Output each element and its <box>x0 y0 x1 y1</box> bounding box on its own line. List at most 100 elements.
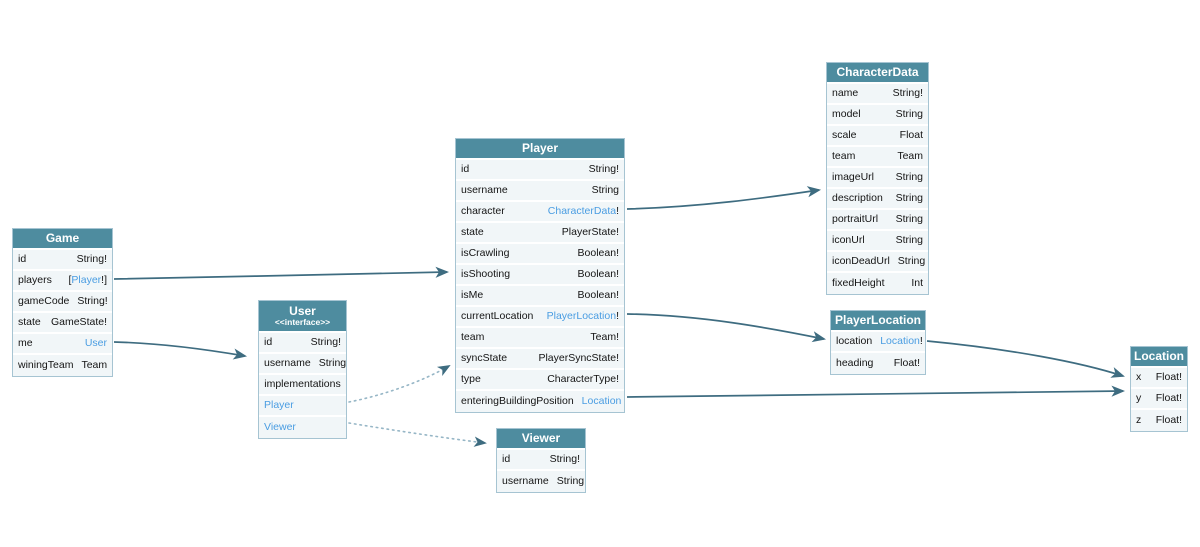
field-name: team <box>461 331 485 343</box>
table-header[interactable]: CharacterData <box>827 63 928 84</box>
field-name: id <box>461 163 470 175</box>
field-row-characterdata-model[interactable]: model String <box>827 105 928 126</box>
table-title: PlayerLocation <box>834 313 922 327</box>
field-type-part: String <box>318 357 346 369</box>
field-name: description <box>832 192 883 204</box>
field-name: isMe <box>461 289 484 301</box>
field-type-part: String! <box>549 453 580 465</box>
field-name: id <box>264 336 273 348</box>
field-type: Float <box>900 126 923 145</box>
field-name: id <box>18 253 27 265</box>
field-type: Boolean! <box>578 265 619 284</box>
field-type-part: ! <box>616 310 619 322</box>
field-type: PlayerSyncState! <box>538 349 619 368</box>
field-type: String! <box>77 250 107 269</box>
field-type: PlayerState! <box>562 223 619 242</box>
field-name: imageUrl <box>832 171 875 183</box>
field-name: username <box>461 184 508 196</box>
table-header[interactable]: Viewer <box>497 429 585 450</box>
field-type: String <box>896 105 923 124</box>
field-type: String <box>592 181 619 200</box>
field-type: Float! <box>1156 389 1182 408</box>
field-type: GameState! <box>51 313 107 332</box>
field-type-part: Team! <box>590 331 619 343</box>
field-type-link[interactable]: CharacterData <box>547 205 617 217</box>
field-name: fixedHeight <box>832 277 885 289</box>
field-name: portraitUrl <box>832 213 879 225</box>
field-type: String <box>896 231 923 250</box>
field-type: Boolean! <box>578 244 619 263</box>
field-type-link[interactable]: Location <box>581 395 622 407</box>
field-name-link[interactable]: Viewer <box>264 421 296 433</box>
table-header[interactable]: User<<interface>> <box>259 301 346 333</box>
field-row-game-players[interactable]: players[Player!] <box>13 271 112 292</box>
table-header[interactable]: PlayerLocation <box>831 311 925 332</box>
field-type-link[interactable]: User <box>84 337 107 349</box>
field-row-player-isshooting[interactable]: isShooting Boolean! <box>456 265 624 286</box>
field-row-user-viewer[interactable]: Viewer <box>259 417 346 438</box>
field-type-link[interactable]: Location <box>880 335 920 347</box>
field-name: currentLocation <box>461 310 534 322</box>
field-name-link[interactable]: Player <box>264 399 294 411</box>
field-type-link[interactable]: Player <box>71 274 102 286</box>
field-row-characterdata-iconurl[interactable]: iconUrl String <box>827 231 928 252</box>
field-type: String <box>898 252 925 271</box>
field-type-part: String! <box>76 253 107 265</box>
field-row-player-team[interactable]: team Team! <box>456 328 624 349</box>
field-row-player-username[interactable]: username String <box>456 181 624 202</box>
field-name: isShooting <box>461 268 511 280</box>
field-row-player-currentlocation[interactable]: currentLocation PlayerLocation! <box>456 307 624 328</box>
field-row-user-player[interactable]: Player <box>259 396 346 417</box>
field-type-part: PlayerSyncState! <box>538 352 619 364</box>
field-row-user-implementations[interactable]: implementations <box>259 375 346 396</box>
field-row-game-id[interactable]: id String! <box>13 250 112 271</box>
table-header[interactable]: Player <box>456 139 624 160</box>
field-type-part: Boolean! <box>577 247 619 259</box>
field-type-link[interactable]: PlayerLocation <box>546 310 617 322</box>
table-header[interactable]: Location <box>1131 347 1187 368</box>
field-name: heading <box>836 357 874 369</box>
edge-game-me-to-user <box>113 341 248 360</box>
field-type: PlayerLocation! <box>547 307 619 326</box>
table-header[interactable]: Game <box>13 229 112 250</box>
field-name: iconUrl <box>832 234 865 246</box>
field-name: model <box>832 108 861 120</box>
